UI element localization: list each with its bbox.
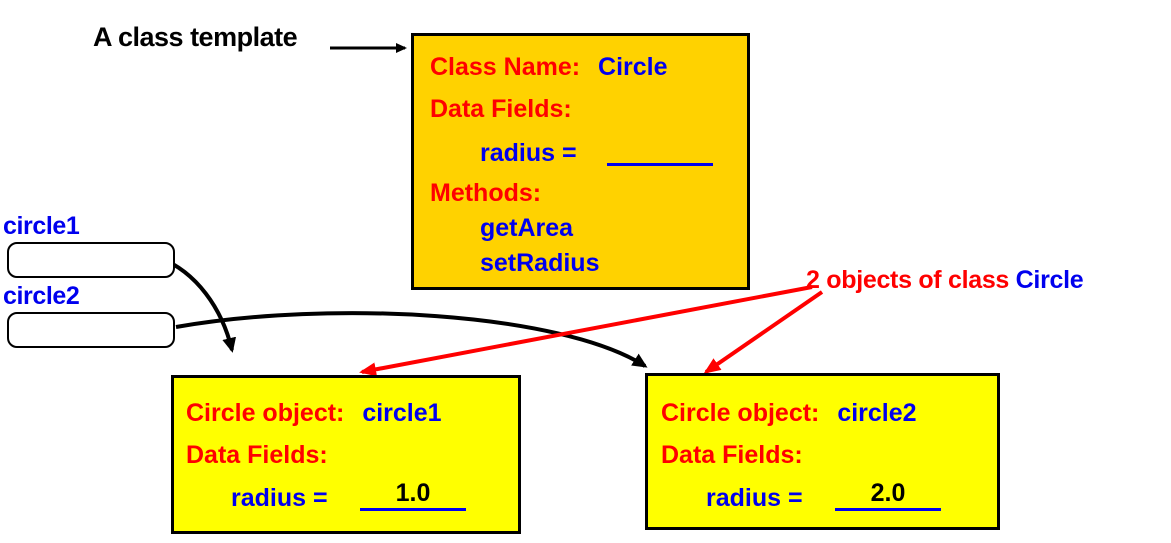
object-box-circle1: Circle object: circle1 Data Fields: radi… — [171, 375, 521, 534]
arrow-circle2-reference — [175, 311, 648, 368]
object1-header-row: Circle object: circle1 — [186, 401, 442, 426]
objects-annotation-prefix: 2 objects of class — [806, 266, 1016, 294]
object2-field-radius-name: radius = — [706, 484, 803, 512]
object1-field-radius-slot — [360, 485, 466, 511]
object1-header-label: Circle object: — [186, 399, 345, 427]
object1-header-value: circle1 — [362, 399, 442, 427]
object1-field-radius-name: radius = — [231, 484, 328, 512]
object1-data-fields-label: Data Fields: — [186, 441, 328, 469]
class-method-set-radius: setRadius — [480, 249, 600, 277]
class-method-get-area: getArea — [480, 214, 574, 242]
class-field-radius-slot — [607, 140, 713, 166]
object1-field-radius-value: 1.0 — [395, 479, 431, 507]
object2-data-fields-label: Data Fields: — [661, 441, 803, 469]
objects-annotation: 2 objects of class Circle — [806, 266, 1084, 295]
class-data-fields-label: Data Fields: — [430, 95, 572, 123]
reference-box-circle1[interactable] — [7, 242, 175, 278]
class-template-annotation: A class template — [93, 22, 298, 52]
reference-label-circle2: circle2 — [3, 282, 80, 310]
reference-label-circle1: circle1 — [3, 212, 80, 240]
class-name-label: Class Name: — [430, 53, 581, 81]
class-name-row: Class Name: Circle — [430, 55, 668, 80]
class-field-radius-name: radius = — [480, 139, 577, 167]
class-methods-label: Methods: — [430, 179, 542, 207]
object2-header-row: Circle object: circle2 — [661, 401, 917, 426]
object2-field-radius-slot — [835, 485, 941, 511]
arrow-annotation-to-circle1 — [359, 285, 813, 377]
object2-header-label: Circle object: — [661, 399, 820, 427]
object2-field-radius-value: 2.0 — [870, 479, 906, 507]
reference-box-circle2[interactable] — [7, 312, 175, 348]
arrow-annotation-to-circle2 — [703, 290, 824, 374]
objects-annotation-class-name: Circle — [1015, 266, 1084, 294]
class-template-box: Class Name: Circle Data Fields: radius =… — [411, 33, 750, 290]
class-name-value: Circle — [598, 53, 668, 81]
object2-header-value: circle2 — [837, 399, 917, 427]
object-box-circle2: Circle object: circle2 Data Fields: radi… — [645, 373, 1000, 530]
